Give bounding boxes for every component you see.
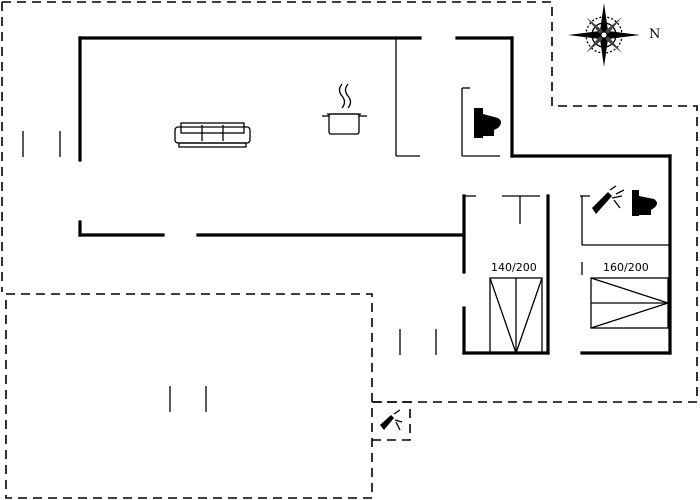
bed-double-right xyxy=(590,277,669,329)
shower-icon xyxy=(380,409,403,431)
bed-size-label: 160/200 xyxy=(603,261,649,274)
toilet-icon xyxy=(474,108,501,138)
terrace-outline xyxy=(5,293,373,499)
compass-rose-icon xyxy=(568,3,640,67)
shower-icon xyxy=(592,185,625,214)
north-label: N xyxy=(649,27,660,42)
bed-double-left xyxy=(489,277,543,354)
cooking-pot-icon xyxy=(322,83,367,135)
bed-size-label: 140/200 xyxy=(491,261,537,274)
toilet-icon xyxy=(632,190,657,216)
openings xyxy=(22,131,437,412)
outdoor-shower-outline xyxy=(372,401,411,441)
sofa-icon xyxy=(174,122,251,148)
walls xyxy=(78,36,672,355)
property-outline xyxy=(2,1,698,403)
